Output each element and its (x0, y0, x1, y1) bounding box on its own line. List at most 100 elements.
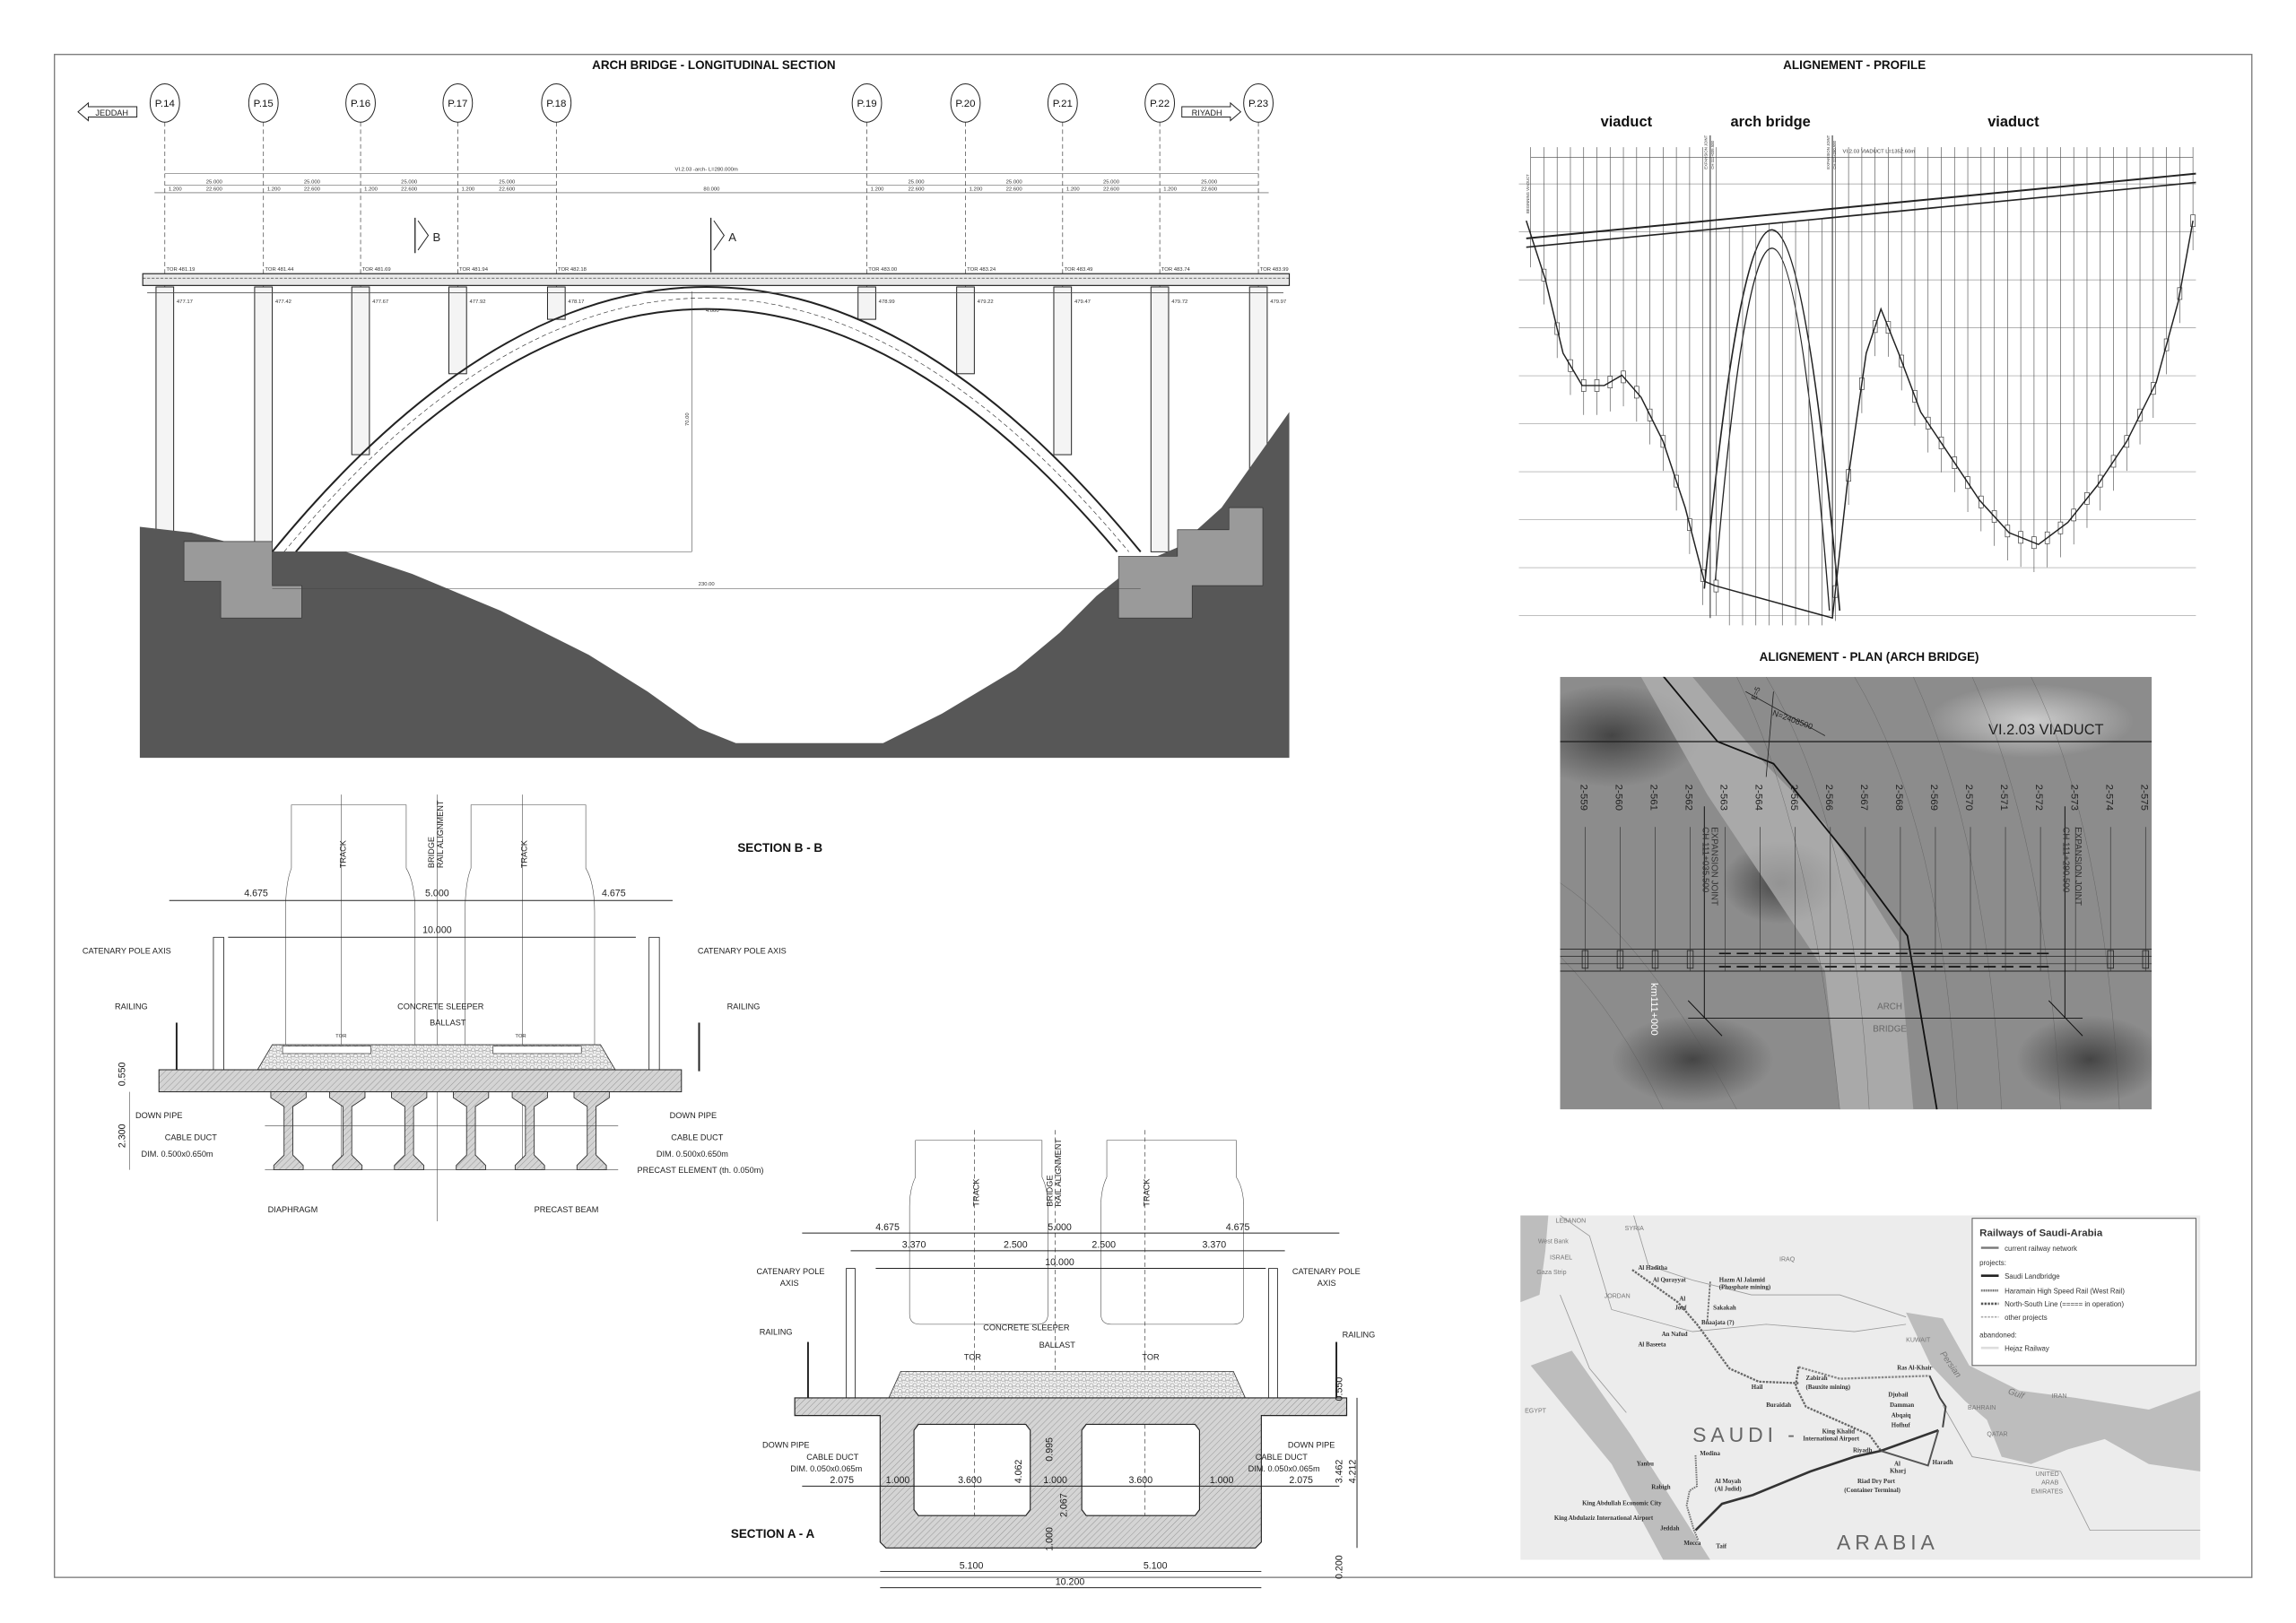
map-city-label: Al Moyah (1715, 1479, 1741, 1485)
label-down-pipe-right: DOWN PIPE (670, 1111, 718, 1120)
section-marker-b: B (414, 217, 440, 254)
pier-label-bubble (541, 83, 572, 123)
dim-width: 10.000 (1045, 1257, 1074, 1268)
beginning-viaduct-label: BEGINNING VIADUCT (1526, 174, 1530, 213)
pier-label-bubble (345, 83, 376, 123)
persian-gulf (1906, 1312, 2201, 1471)
pier-tor-elevation: TOR 481.94 (459, 267, 489, 273)
label-railing-left: RAILING (760, 1327, 793, 1336)
map-city-label: Riyadh (1853, 1448, 1873, 1454)
map-city-label: Damman (1890, 1402, 1914, 1409)
support-width-label: 1.200 (169, 187, 182, 193)
borders (1560, 1215, 2201, 1532)
label-tor-right: TOR (515, 1034, 526, 1039)
section-marker-b-label: B (432, 230, 440, 244)
dim-outer-right: 3.370 (1203, 1240, 1227, 1251)
plan-pier-marker (2107, 950, 2114, 969)
label-ballast: BALLAST (1039, 1341, 1076, 1350)
map-city-label: Al (1679, 1297, 1685, 1303)
map-city-label: King Abdullah Economic City (1582, 1501, 1662, 1507)
left-gauge-outline (909, 1140, 1048, 1325)
dim-cell-right: 3.600 (1128, 1475, 1152, 1486)
label-cable-duct-right: CABLE DUCT (671, 1133, 723, 1142)
pier-label-bubble (248, 83, 279, 123)
label-down-pipe-right: DOWN PIPE (1288, 1441, 1335, 1450)
expansion-joint-left-label: EXPANSION JOINT (1704, 135, 1709, 169)
section-bb-title: SECTION B - B (737, 841, 822, 855)
map-city-label: Buraidah (1766, 1402, 1791, 1409)
legend-hejaz: Hejaz Railway (2005, 1344, 2049, 1352)
plan-pier-id: 2-566 (1823, 785, 1834, 811)
plan-title: ALIGNEMENT - PLAN (ARCH BRIDGE) (1760, 650, 1979, 664)
map-city-label: Zabirah (1806, 1376, 1828, 1382)
map-city-label: (Container Terminal) (1844, 1488, 1900, 1494)
map-city-label: Hazm Al Jalamid (1719, 1277, 1765, 1283)
pier-bearing-elevation: 478.17 (568, 299, 584, 305)
map-city-label: Hail (1752, 1384, 1763, 1391)
dim-total-height: 4.212 (1347, 1460, 1358, 1484)
dim-left-side: 4.675 (875, 1222, 900, 1233)
section-aa-title: SECTION A - A (731, 1527, 815, 1541)
country-qatar: QATAR (1987, 1432, 2007, 1438)
label-cable-duct-dim-right: DIM. 0.500x0.650m (657, 1150, 728, 1159)
precast-beam (453, 1091, 490, 1170)
support-width-label: 1.200 (1066, 187, 1080, 193)
label-concrete-sleeper: CONCRETE SLEEPER (397, 1002, 484, 1011)
pier-bearing-elevation: 477.92 (469, 299, 485, 305)
pier-tor-elevation: TOR 483.00 (868, 267, 898, 273)
country-gaza: Gaza Strip (1536, 1270, 1566, 1276)
longitudinal-section: ARCH BRIDGE - LONGITUDINAL SECTION JEDDA… (77, 58, 1291, 759)
clear-span-label: 22.600 (401, 187, 418, 193)
precast-beam (329, 1091, 366, 1170)
profile-ground-line (1526, 220, 2194, 620)
label-down-pipe-left: DOWN PIPE (762, 1441, 810, 1450)
expansion-joint-right-ch: CH 111+290.500 (1832, 140, 1837, 169)
plan-arch-label: ARCH (1877, 1002, 1902, 1012)
plan-km-label: km111+000 (1648, 983, 1659, 1036)
arch-rise-label: 70.00 (685, 412, 691, 426)
label-catenary-axis-right: AXIS (1318, 1279, 1336, 1288)
label-tor-left: TOR (964, 1352, 982, 1361)
map-city-label: (Phosphate mining) (1719, 1284, 1771, 1290)
pier-label-bubble (1144, 83, 1176, 123)
direction-riyadh: RIYADH (1181, 101, 1242, 122)
dim-half-box-left: 5.100 (960, 1560, 984, 1571)
pier-label-bubble (851, 83, 883, 123)
map-city-label: Taif (1716, 1543, 1726, 1549)
country-west-bank: West Bank (1538, 1239, 1569, 1245)
dim-center: 5.000 (1048, 1222, 1072, 1233)
arch-centerline (283, 297, 1129, 552)
pier-label: P.18 (546, 99, 566, 109)
pier-tor-elevation: TOR 483.24 (967, 267, 996, 273)
pier-column (1150, 286, 1170, 552)
map-city-label: Al Baseeta (1638, 1341, 1666, 1348)
direction-riyadh-label: RIYADH (1192, 108, 1222, 117)
dim-center: 5.000 (425, 888, 449, 898)
pier-bearing-elevation: 477.67 (372, 299, 388, 305)
plan-pier-id: 2-569 (1928, 785, 1939, 811)
longitudinal-section-title: ARCH BRIDGE - LONGITUDINAL SECTION (592, 58, 836, 72)
country-saudi: SAUDI - (1692, 1423, 1799, 1446)
dim-base: 0.200 (1335, 1555, 1345, 1579)
plan-joint-left-ch: CH 111+035.500 (1700, 827, 1710, 893)
plan-viaduct-label: VI.2.03 VIADUCT (1988, 722, 2104, 738)
label-catenary-left: CATENARY POLE (756, 1267, 824, 1276)
pier-label-bubble (442, 83, 474, 123)
country-lebanon: LEBANON (1556, 1219, 1587, 1225)
pier-tor-elevation: TOR 483.74 (1161, 267, 1191, 273)
left-catenary-pole (213, 936, 224, 1082)
label-ballast: BALLAST (430, 1019, 466, 1028)
plan-pier-marker (2142, 950, 2149, 969)
profile-arch-outer (1703, 229, 1841, 612)
precast-beam (391, 1091, 428, 1170)
legend-other: other projects (2005, 1314, 2048, 1322)
pier-bearing-elevation: 479.72 (1171, 299, 1187, 305)
right-sleeper (492, 1046, 582, 1055)
direction-jeddah: JEDDAH (77, 101, 138, 122)
plan-joint-right-ch: CH 111+290.500 (2061, 827, 2071, 893)
